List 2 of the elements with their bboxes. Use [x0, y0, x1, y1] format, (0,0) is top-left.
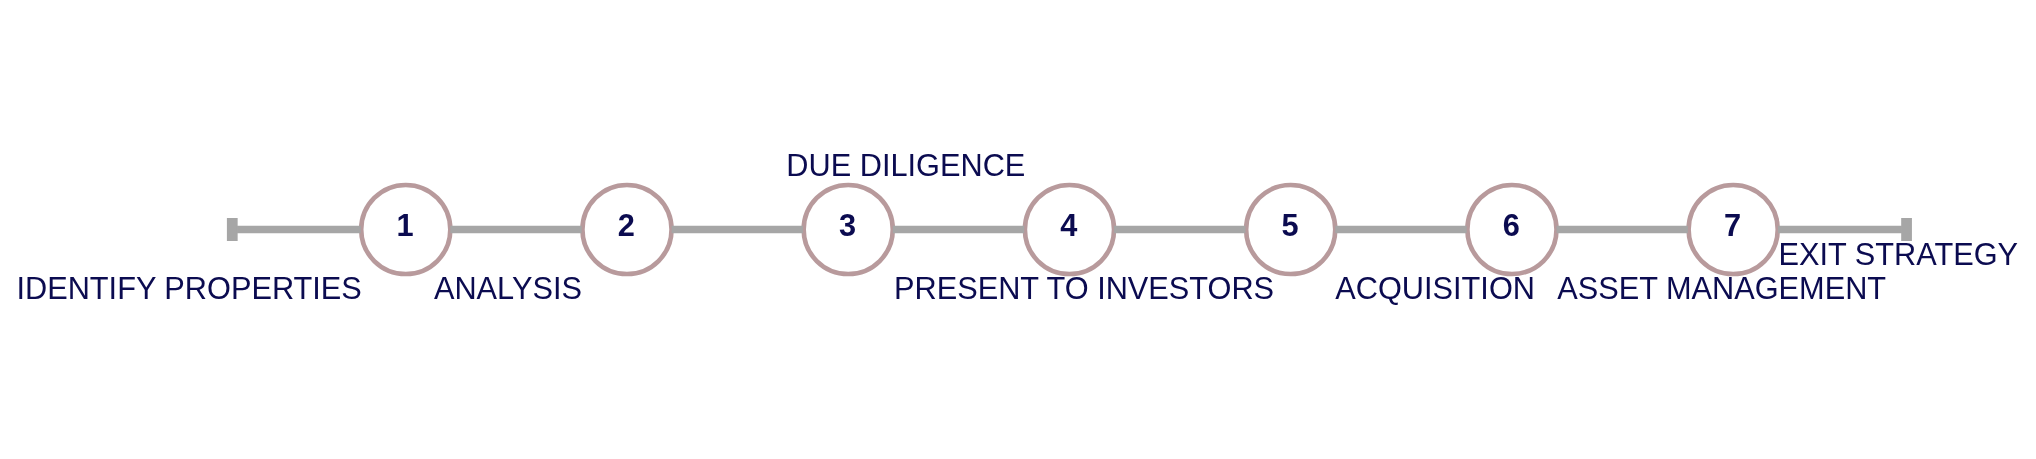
node-label: DUE DILIGENCE: [786, 147, 1026, 183]
node-label: EXIT STRATEGY: [1778, 236, 2019, 272]
